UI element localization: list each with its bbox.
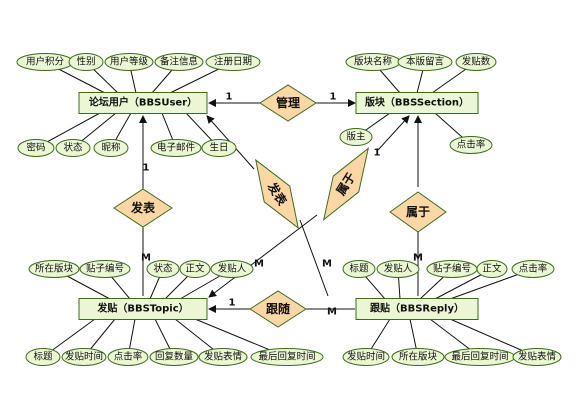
- publish-diag-to-reply-line: [299, 219, 329, 297]
- relationship-follow: [249, 290, 307, 328]
- attribute-label: 标题: [33, 351, 53, 363]
- attribute-reply-bottom-0: [342, 348, 390, 366]
- attribute-label: 发贴时间: [65, 351, 103, 363]
- attribute-label: 正文: [185, 263, 205, 275]
- attribute-label: 发贴时间: [347, 351, 385, 363]
- attribute-label: 点击率: [114, 351, 143, 363]
- attribute-reply-bottom-3: [512, 348, 562, 366]
- attribute-section-top-1: [397, 53, 453, 71]
- attribute-label: 昵称: [101, 142, 121, 154]
- cardinality-publish-topic: M: [141, 253, 151, 264]
- entity-user: [78, 92, 208, 114]
- cardinality-belong-right-reply: M: [413, 253, 423, 264]
- attribute-label: 标题: [349, 263, 369, 275]
- entity-label-section: 版块（BBSSection）: [365, 96, 469, 109]
- cardinality-publish-diag-reply: M: [322, 259, 332, 270]
- attribute-label: 最后回复时间: [258, 351, 315, 363]
- relationship-belong-diag: [322, 147, 370, 221]
- attribute-reply-bottom-1: [391, 348, 445, 366]
- attribute-topic-bottom-1: [61, 348, 107, 366]
- entity-topic: [78, 298, 208, 320]
- relationship-manage: [259, 84, 317, 122]
- attribute-user-bottom-2: [93, 139, 129, 157]
- attribute-section-top-2: [455, 53, 497, 71]
- attribute-reply-top-0: [342, 260, 376, 278]
- attribute-user-top-3: [154, 53, 204, 71]
- cardinality-publish-diag-topic: M: [254, 259, 264, 270]
- attribute-label: 所在版块: [399, 351, 438, 363]
- cardinality-follow-topic: 1: [229, 298, 236, 309]
- relationship-publish-user: [113, 188, 173, 228]
- attribute-label: 性别: [76, 56, 95, 68]
- attribute-label: 发贴表情: [204, 351, 243, 363]
- attribute-label: 版主: [346, 131, 365, 143]
- relationship-label-follow: 跟随: [266, 301, 290, 316]
- attribute-user-bottom-3: [150, 139, 202, 157]
- attribute-label: 发贴表情: [518, 351, 557, 363]
- entity-label-topic: 发贴（BBSTopic）: [96, 302, 188, 315]
- relationship-label-belong-right: 属于: [406, 205, 430, 219]
- relationship-label-manage: 管理: [276, 95, 300, 110]
- attribute-topic-bottom-4: [198, 348, 248, 366]
- attribute-label: 贴子编号: [86, 263, 124, 275]
- attribute-topic-top-0: [28, 260, 80, 278]
- attribute-label: 状态: [153, 263, 173, 275]
- attribute-label: 密码: [26, 142, 45, 154]
- relationship-publish-diag: [255, 158, 299, 230]
- attribute-user-top-1: [68, 53, 104, 71]
- attribute-topic-bottom-2: [107, 348, 149, 366]
- attribute-user-top-2: [104, 53, 154, 71]
- cardinality-manage-section: 1: [330, 92, 337, 103]
- attribute-user-bottom-0: [17, 139, 55, 157]
- attribute-reply-top-3: [476, 260, 508, 278]
- attribute-label: 所在版块: [35, 263, 74, 275]
- attribute-topic-bottom-0: [25, 348, 61, 366]
- attribute-user-bottom-4: [201, 139, 237, 157]
- attribute-reply-top-1: [376, 260, 420, 278]
- entity-label-reply: 跟贴（BBSReply）: [370, 302, 464, 315]
- relationship-label-publish-user: 发表: [130, 200, 156, 215]
- attribute-label: 生日: [209, 142, 228, 154]
- attribute-label: 本版留言: [406, 56, 445, 68]
- attribute-label: 回复数量: [155, 351, 194, 363]
- attribute-label: 点击率: [519, 263, 548, 275]
- cardinality-publish-user: 1: [143, 163, 150, 174]
- cardinality-manage-user: 1: [226, 92, 233, 103]
- attribute-label: 贴子编号: [433, 263, 471, 275]
- attribute-label: 用户积分: [26, 56, 65, 68]
- attribute-topic-top-2: [146, 260, 180, 278]
- attribute-topic-bottom-3: [149, 348, 199, 366]
- attribute-topic-top-3: [179, 260, 211, 278]
- cardinality-belong-diag-section: 1: [374, 148, 381, 159]
- attribute-topic-top-1: [79, 260, 131, 278]
- attribute-user-bottom-1: [55, 139, 91, 157]
- attribute-section-bottom-0: [339, 128, 373, 146]
- attribute-label: 注册日期: [214, 56, 252, 68]
- attribute-label: 最后回复时间: [451, 351, 508, 363]
- attribute-section-bottom-1: [449, 136, 493, 154]
- entity-label-user: 论坛用户（BBSUser）: [89, 96, 197, 109]
- attribute-label: 电子邮件: [157, 142, 196, 154]
- cardinality-follow-reply: M: [327, 307, 337, 318]
- attribute-label: 版块名称: [354, 56, 393, 68]
- attribute-reply-top-4: [511, 260, 555, 278]
- attribute-user-top-4: [205, 53, 261, 71]
- attribute-label: 用户等级: [110, 56, 149, 68]
- entity-section: [355, 92, 479, 114]
- entity-reply: [355, 298, 479, 320]
- attribute-label: 发贴人: [218, 263, 247, 275]
- attribute-label: 状态: [63, 142, 83, 154]
- attribute-topic-top-4: [210, 260, 254, 278]
- attribute-label: 发贴数: [462, 56, 491, 68]
- relationship-belong-right: [389, 191, 447, 233]
- belong-diag-to-section-line: [377, 115, 410, 151]
- attribute-topic-bottom-5: [250, 348, 324, 366]
- attribute-label: 备注信息: [160, 56, 198, 68]
- belong-diag-to-topic-line: [208, 214, 318, 298]
- attribute-label: 发贴人: [384, 263, 413, 275]
- attribute-label: 正文: [482, 263, 502, 275]
- diagram-shapes: [16, 53, 562, 366]
- attribute-label: 点击率: [457, 139, 486, 151]
